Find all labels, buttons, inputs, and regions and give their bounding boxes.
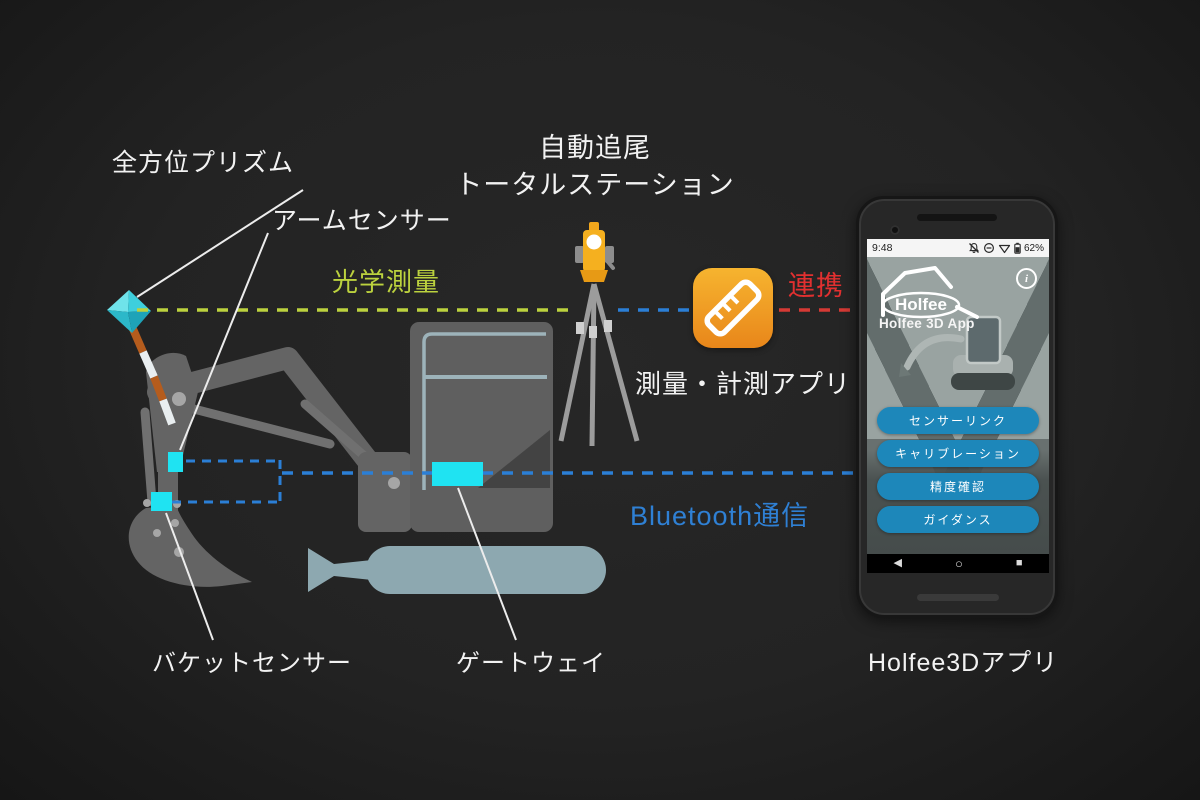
arm-sensor-leader-line (179, 232, 269, 451)
station-lens (586, 234, 602, 250)
battery-percent: 62% (1023, 242, 1044, 254)
info-icon[interactable]: i (1016, 268, 1037, 289)
app-hero-photo: Holfee i Holfee 3D App センサーリンク キャリブレーション… (867, 257, 1049, 554)
pole-segment (139, 350, 158, 379)
bucket (128, 505, 252, 587)
status-bar: 9:48 (867, 239, 1049, 257)
excavator-illustration (128, 322, 606, 594)
holfee-logo-text: Holfee (895, 295, 947, 314)
accuracy-check-button[interactable]: 精度確認 (877, 473, 1039, 500)
guidance-button[interactable]: ガイダンス (877, 506, 1039, 533)
pivot-dot (172, 392, 186, 406)
bucket-sensor-label: バケットセンサー (152, 650, 352, 677)
link-label: 連携 (788, 271, 844, 301)
app-title: Holfee 3D App (879, 316, 975, 331)
nav-recents-icon[interactable]: ■ (1015, 557, 1023, 569)
pole-segment (159, 398, 176, 426)
bucket-sensor-leader-line (165, 512, 214, 641)
tripod-leg (591, 283, 640, 442)
dozer-blade (308, 548, 372, 592)
boom-cylinder (185, 403, 335, 449)
survey-app-label: 測量・計測アプリ (635, 369, 852, 399)
bluetooth-label: Bluetooth通信 (630, 501, 810, 531)
gateway-label: ゲートウェイ (456, 650, 606, 677)
bucket-sensor-box (151, 492, 172, 511)
station-base (580, 270, 608, 282)
gateway-leader-line (457, 487, 517, 641)
nav-back-icon[interactable]: ◀ (893, 557, 902, 569)
cab-window-frame (422, 332, 546, 490)
tripod-leg (558, 283, 597, 442)
do-not-disturb-icon (983, 242, 994, 254)
prism-leader-line (136, 189, 304, 298)
pivot-dot (171, 519, 179, 527)
photo-excavator-icon (899, 315, 1015, 390)
tripod-collar (589, 326, 597, 338)
nav-home-icon[interactable]: ○ (954, 556, 963, 571)
android-nav-bar: ◀ ○ ■ (867, 554, 1049, 573)
notifications-muted-icon (969, 243, 979, 253)
connection-lines (137, 308, 855, 504)
arm-sensor-box (168, 452, 183, 472)
total-station-illustration (558, 222, 640, 447)
pivot-dot (153, 529, 161, 537)
tripod-collar (576, 322, 584, 334)
tripod-leg (589, 283, 597, 447)
leader-lines (136, 189, 517, 641)
measure-app-icon[interactable] (693, 268, 773, 348)
smartphone: 9:48 (856, 196, 1058, 618)
battery-icon (1014, 242, 1021, 254)
bucket-cylinder (140, 407, 157, 507)
prism-icon (107, 290, 151, 333)
calibration-button[interactable]: キャリブレーション (877, 440, 1039, 467)
app-button-column: センサーリンク キャリブレーション 精度確認 ガイダンス (877, 407, 1039, 533)
arm-sensor-label: アームセンサー (272, 207, 452, 235)
pivot-dot (143, 499, 151, 507)
boom (147, 347, 383, 477)
holfee-logo: Holfee (881, 266, 979, 319)
pole-segment (150, 375, 167, 402)
wifi-icon (998, 244, 1011, 254)
track (366, 546, 606, 594)
prism-assembly (107, 290, 176, 426)
bottom-speaker (917, 594, 999, 601)
swing-bracket (358, 452, 412, 532)
station-side-knob (575, 246, 584, 263)
gateway-box (432, 462, 483, 486)
pivot-dot (388, 477, 400, 489)
earpiece-speaker (917, 214, 997, 221)
sensor-link-button[interactable]: センサーリンク (877, 407, 1039, 434)
total-station-label-line1: 自動追尾 (539, 133, 651, 163)
tripod-collar (604, 320, 612, 332)
phone-screen: 9:48 (867, 239, 1049, 573)
prism-label: 全方位プリズム (112, 149, 295, 177)
pole-segment (129, 327, 147, 354)
cab (410, 322, 553, 532)
front-camera (890, 225, 900, 235)
optical-survey-label: 光学測量 (332, 267, 441, 297)
status-time: 9:48 (872, 242, 893, 254)
total-station-label: 自動追尾 トータルステーション (455, 130, 735, 204)
total-station-label-line2: トータルステーション (455, 170, 735, 200)
ruler-icon (704, 279, 762, 337)
phone-caption-label: Holfee3Dアプリ (868, 649, 1059, 677)
